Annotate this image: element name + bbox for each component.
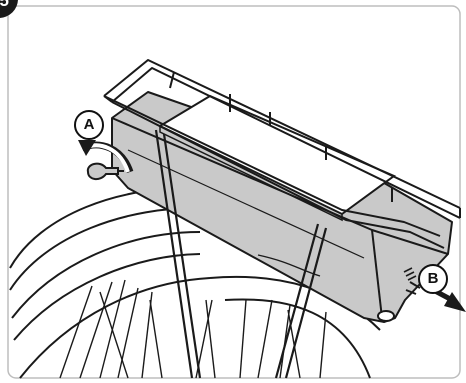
callout-b: B — [418, 264, 448, 294]
callout-a: A — [74, 110, 104, 140]
battery-end-cap — [378, 311, 394, 321]
